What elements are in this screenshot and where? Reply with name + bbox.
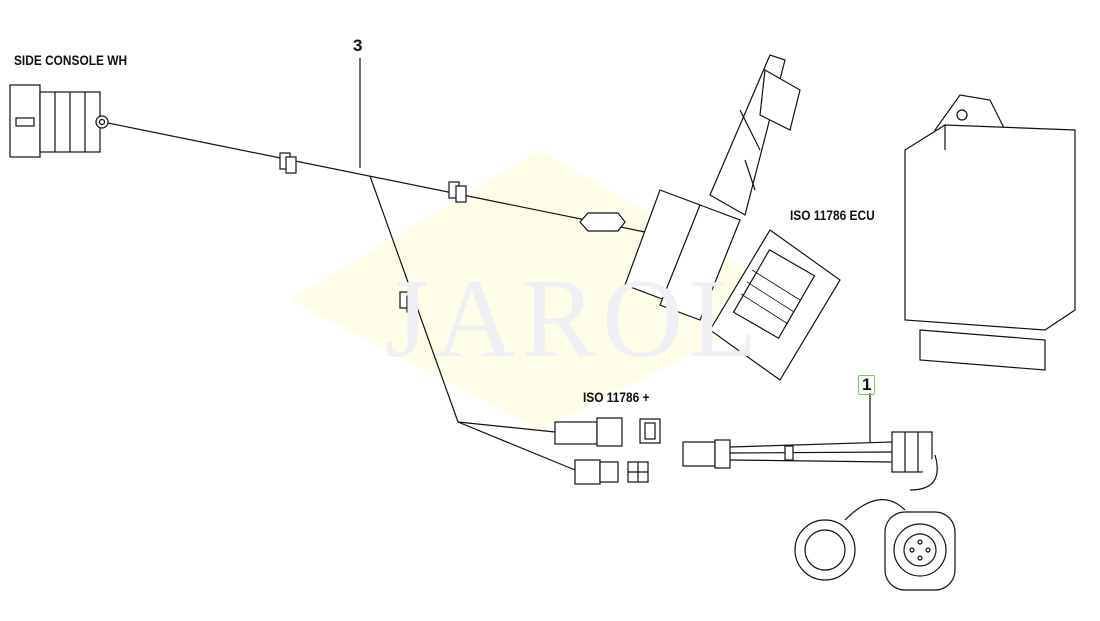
watermark-text: JAROL	[385, 257, 764, 381]
iso-plus-socket-connectors[interactable]	[554, 417, 661, 485]
cable-clip	[279, 152, 467, 313]
harness-1[interactable]	[682, 393, 938, 491]
ecu-unit[interactable]	[904, 94, 1076, 371]
round-connector-cap[interactable]	[794, 499, 906, 581]
watermark-diamond	[290, 150, 800, 430]
callout-1[interactable]: 1	[858, 375, 876, 395]
callout-3[interactable]: 3	[353, 36, 363, 55]
wire-grommet	[579, 212, 626, 232]
iso-plus-label: ISO 11786 +	[583, 389, 650, 405]
plug-connector[interactable]	[624, 54, 801, 321]
iso-ecu-label: ISO 11786 ECU	[790, 207, 875, 223]
round-socket-connector[interactable]	[884, 511, 956, 591]
side-console-label: SIDE CONSOLE WH	[14, 52, 128, 68]
side-console-connector[interactable]	[9, 84, 109, 158]
ecu-connector[interactable]	[709, 229, 841, 381]
